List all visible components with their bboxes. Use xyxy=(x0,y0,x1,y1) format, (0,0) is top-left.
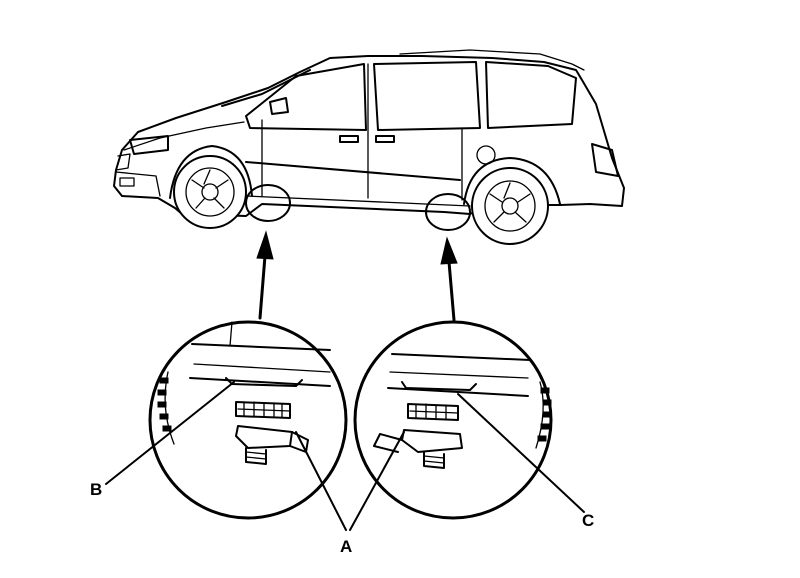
callout-c: C xyxy=(582,511,594,530)
minivan-illustration xyxy=(113,49,625,245)
hood-line xyxy=(123,121,245,151)
front-arrow-head xyxy=(256,230,274,260)
front-door-handle xyxy=(339,135,359,143)
leader-lines xyxy=(105,381,585,531)
front-sill-edge xyxy=(191,343,331,351)
callout-a: A xyxy=(340,537,352,556)
front-arrow-shaft xyxy=(258,254,267,320)
rear-wheel xyxy=(463,157,561,245)
sliding-door-handle xyxy=(375,135,395,143)
front-jack xyxy=(235,401,309,465)
rear-jack-point-detail xyxy=(353,320,553,520)
sill-line xyxy=(245,195,471,207)
leader-a-left xyxy=(295,431,347,531)
front-jack-slot xyxy=(225,377,303,387)
front-sill-inner xyxy=(193,363,331,373)
headlight xyxy=(129,135,169,155)
rear-sill-lower xyxy=(387,387,529,397)
side-mirror xyxy=(269,97,289,115)
arrows xyxy=(256,230,458,322)
fog-light xyxy=(119,177,135,187)
rear-quarter-window xyxy=(485,61,577,129)
rear-jack-slot xyxy=(401,381,477,391)
front-tire-tread xyxy=(157,371,175,445)
front-sill-lower xyxy=(189,377,331,387)
front-jack-point-detail xyxy=(148,320,348,520)
rear-arrow-shaft xyxy=(447,260,456,322)
side-molding xyxy=(245,161,461,181)
callout-b: B xyxy=(90,480,102,499)
front-sill-pillar xyxy=(229,321,233,347)
rear-tire-tread xyxy=(535,381,552,449)
roof-rail xyxy=(399,49,585,71)
leader-b xyxy=(105,381,235,485)
tail-light xyxy=(591,143,619,177)
front-wheel xyxy=(169,145,253,229)
sliding-door-window xyxy=(373,61,481,131)
rear-sill-edge xyxy=(391,353,531,361)
front-bumper xyxy=(115,171,161,197)
leader-a-right xyxy=(349,431,405,531)
rear-arrow-head xyxy=(440,236,458,265)
rear-jack-point-marker xyxy=(425,193,471,231)
rear-jack xyxy=(373,403,463,469)
rear-sill-inner xyxy=(389,371,529,379)
leader-c xyxy=(457,393,585,513)
front-door-window xyxy=(245,63,367,131)
front-jack-point-marker xyxy=(245,184,291,222)
rear-wheel-arch xyxy=(463,157,561,205)
grille xyxy=(115,153,131,171)
windshield xyxy=(221,69,311,107)
van-body-outline xyxy=(113,55,625,217)
front-wheel-arch xyxy=(169,145,253,199)
